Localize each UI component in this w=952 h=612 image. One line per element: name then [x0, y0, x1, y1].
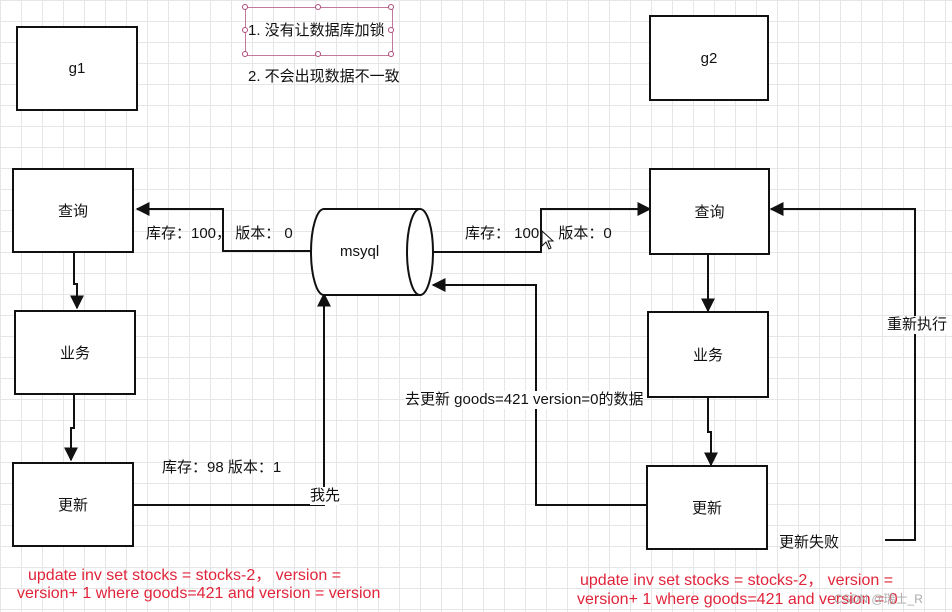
update-failed-label: 更新失败: [779, 534, 840, 551]
arrow-right-business-to-update: [704, 398, 718, 467]
left-read-label: 库存：100， 版本： 0: [146, 225, 293, 242]
mouse-cursor-icon: [541, 230, 555, 250]
selection-handle[interactable]: [242, 51, 248, 57]
group-g1-label: g1: [68, 60, 86, 77]
selection-handle[interactable]: [242, 27, 248, 33]
right-query-box[interactable]: 查询: [649, 168, 770, 255]
left-query-box[interactable]: 查询: [12, 168, 134, 253]
arrow-left-update-to-db: [134, 292, 331, 506]
left-business-box[interactable]: 业务: [14, 310, 136, 395]
selection-handle[interactable]: [242, 4, 248, 10]
selection-handle[interactable]: [388, 27, 394, 33]
note-no-inconsistency[interactable]: 2. 不会出现数据不一致: [248, 68, 400, 85]
right-business-box[interactable]: 业务: [647, 311, 769, 398]
note-no-db-lock[interactable]: 1. 没有让数据库加锁: [248, 22, 385, 39]
selection-handle[interactable]: [315, 4, 321, 10]
arrow-left-business-to-update: [64, 394, 78, 462]
arrow-db-to-left-query: [135, 202, 313, 252]
arrow-retry-to-right-query: [769, 202, 916, 541]
left-write-label: 库存：98 版本：1: [162, 459, 282, 476]
arrow-db-to-right-query: [433, 202, 652, 253]
left-update-label: 更新: [57, 497, 88, 514]
right-read-label: 库存： 100， 版本：0: [465, 225, 612, 242]
left-update-box[interactable]: 更新: [12, 462, 134, 547]
arrow-left-query-to-business: [70, 252, 84, 310]
group-g2-label: g2: [700, 49, 718, 67]
database-label: msyql: [340, 243, 380, 260]
selection-handle[interactable]: [388, 51, 394, 57]
left-sql-line-2: version+ 1 where goods=421 and version =…: [17, 585, 381, 602]
database-cylinder[interactable]: [310, 206, 438, 298]
right-query-label: 查询: [694, 204, 725, 221]
group-g2-box[interactable]: g2: [649, 15, 769, 101]
watermark: CSDN @瑞士_R: [834, 592, 923, 606]
right-update-box[interactable]: 更新: [646, 465, 768, 550]
retry-label: 重新执行: [887, 316, 948, 334]
selection-handle[interactable]: [315, 51, 321, 57]
group-g1-box[interactable]: g1: [16, 26, 138, 111]
right-write-label: 去更新 goods=421 version=0的数据: [405, 391, 644, 409]
me-first-label: 我先: [310, 487, 341, 505]
selection-handle[interactable]: [388, 4, 394, 10]
right-sql-line-1: update inv set stocks = stocks-2， versio…: [580, 572, 894, 589]
left-query-label: 查询: [57, 203, 88, 220]
right-sql-line-2: version+ 1 where goods=421 and version =…: [577, 591, 898, 608]
left-business-label: 业务: [59, 345, 90, 362]
right-business-label: 业务: [692, 347, 723, 364]
right-update-label: 更新: [691, 500, 722, 517]
left-sql-line-1: update inv set stocks = stocks-2， versio…: [28, 567, 342, 584]
